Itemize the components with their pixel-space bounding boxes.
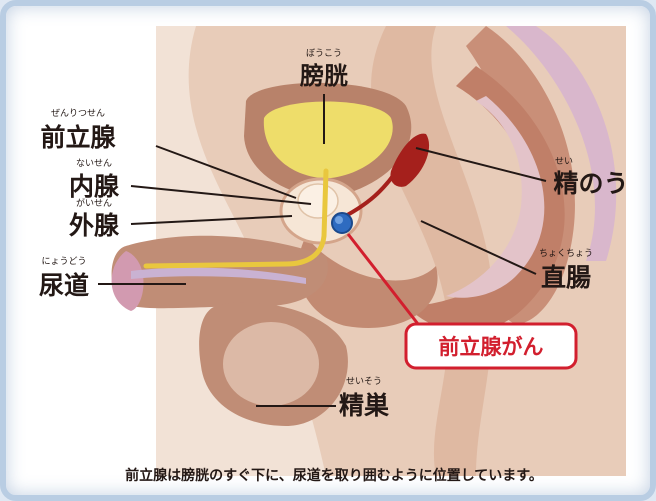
prostate-leader — [155, 145, 297, 199]
rectum-leader — [420, 220, 537, 275]
cancer-callout-box — [404, 322, 578, 370]
outer-gland-leader — [130, 215, 293, 225]
testis-ruby: せいそう — [346, 376, 382, 387]
seminal-vesicle-ruby: せい — [555, 156, 573, 167]
penis-lumen — [131, 267, 306, 284]
seminal-vesicle — [390, 133, 430, 187]
cancer-leader — [346, 233, 420, 325]
inner-gland-label: 内腺 — [69, 172, 120, 201]
testis — [223, 322, 319, 406]
glans — [111, 251, 144, 311]
anatomy-diagram: ぼうこう 膀胱 ぜんりつせん 前立腺 ないせん 内腺 がいせん 外腺 にょうどう… — [39, 26, 629, 484]
prostate-ruby: ぜんりつせん — [51, 108, 105, 119]
bladder-ruby: ぼうこう — [306, 48, 342, 59]
bladder-label: 膀胱 — [299, 62, 348, 90]
rectum-label: 直腸 — [541, 263, 591, 292]
sacrum-highlight — [506, 26, 617, 261]
outer-gland-label: 外腺 — [69, 211, 120, 240]
inner-gland — [297, 183, 339, 219]
inner-gland-ruby: ないせん — [76, 158, 112, 169]
outer-gland-ruby: がいせん — [76, 197, 112, 209]
rectum-ruby: ちょくちょう — [539, 248, 593, 259]
seminal-vesicle-label: 精のう — [553, 169, 628, 198]
leader-lines — [98, 94, 547, 407]
urethra-label: 尿道 — [39, 271, 89, 300]
testis-label: 精巣 — [339, 391, 390, 420]
caption: 前立腺は膀胱のすぐ下に、尿道を取り囲むように位置しています。 — [125, 467, 543, 484]
rectum — [406, 66, 565, 333]
bladder-interior — [263, 101, 393, 179]
urethra-ruby: にょうどう — [41, 256, 86, 267]
prostate-cancer-label: 前立腺がん — [439, 335, 544, 359]
seminal-vesicle-leader — [415, 147, 547, 182]
inner-gland-leader — [130, 185, 312, 205]
prostate-label: 前立腺 — [40, 123, 116, 152]
tumor — [331, 212, 353, 234]
tumor-highlight — [335, 216, 343, 224]
rectum-lumen — [446, 96, 545, 298]
urethra — [143, 168, 329, 269]
